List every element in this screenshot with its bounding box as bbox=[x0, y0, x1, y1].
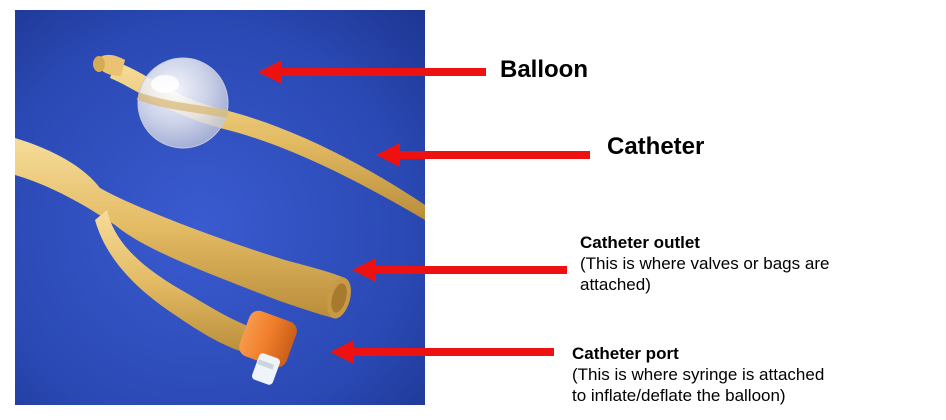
label-catheter-outlet: Catheter outlet (This is where valves or… bbox=[580, 232, 829, 295]
arrow-catheter bbox=[376, 143, 590, 167]
catheter-outlet-note-line-2: attached) bbox=[580, 274, 829, 295]
catheter-port-note-line-1: (This is where syringe is attached bbox=[572, 364, 824, 385]
catheter-port-note-line-2: to inflate/deflate the balloon) bbox=[572, 385, 824, 406]
label-catheter-port: Catheter port (This is where syringe is … bbox=[572, 343, 824, 406]
catheter-outlet-title: Catheter outlet bbox=[580, 232, 829, 253]
arrow-balloon bbox=[258, 60, 486, 84]
label-catheter: Catheter bbox=[607, 133, 704, 161]
label-balloon: Balloon bbox=[500, 56, 588, 84]
catheter-outlet-note-line-1: (This is where valves or bags are bbox=[580, 253, 829, 274]
arrow-catheter-outlet bbox=[352, 258, 567, 282]
catheter-port-title: Catheter port bbox=[572, 343, 824, 364]
arrow-catheter-port bbox=[330, 340, 554, 364]
